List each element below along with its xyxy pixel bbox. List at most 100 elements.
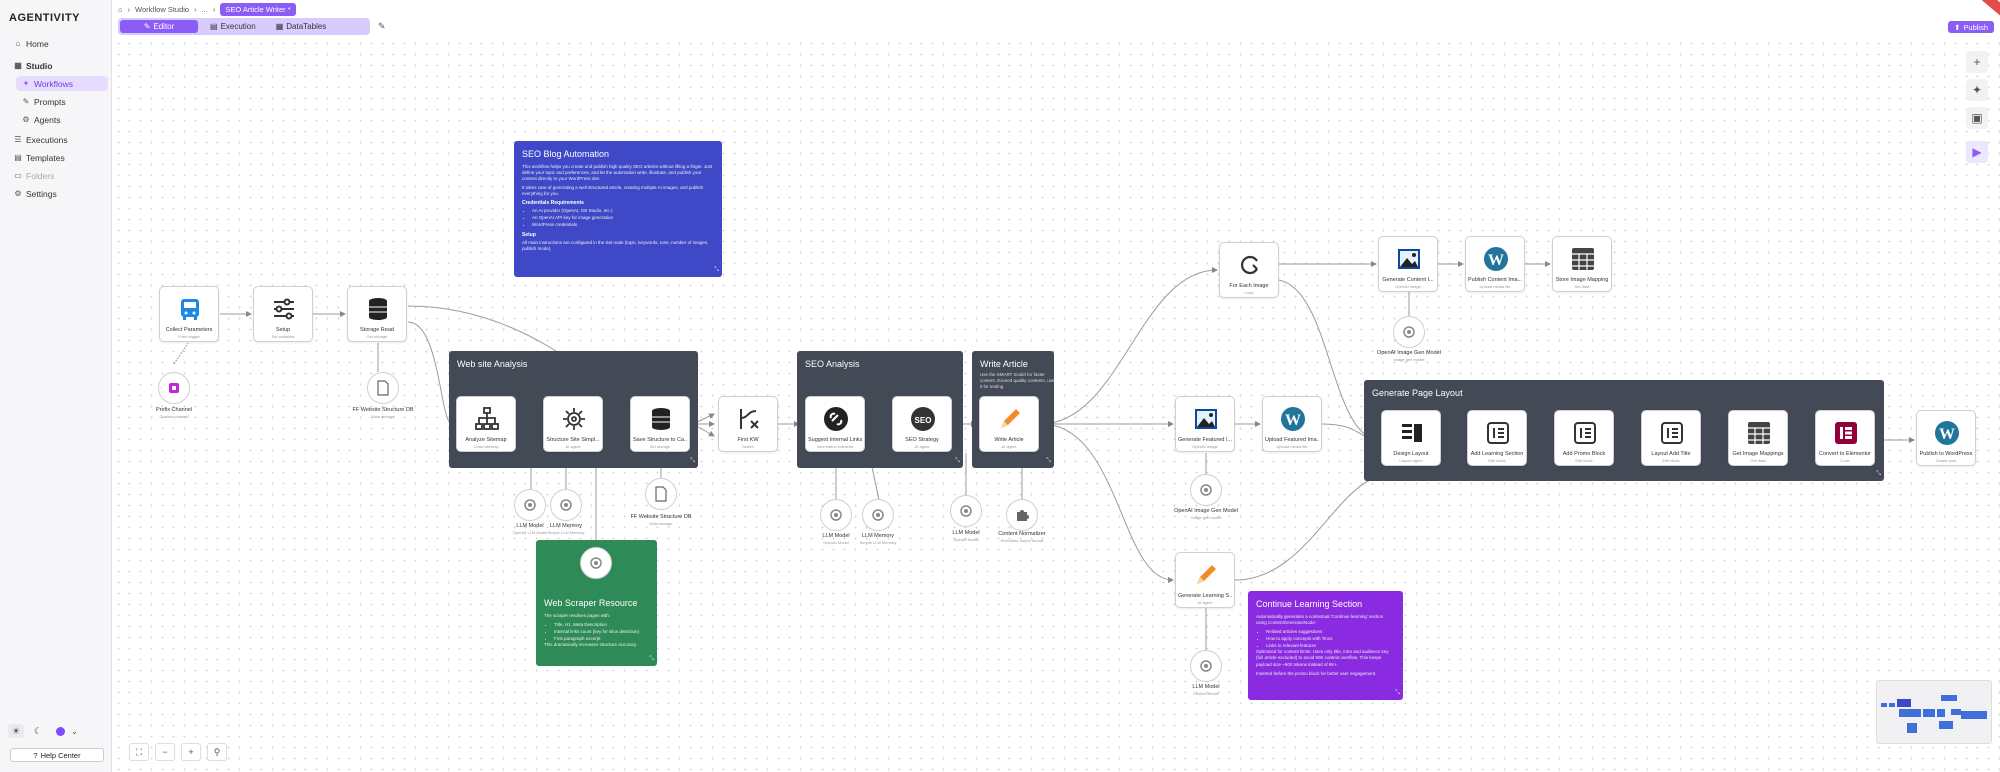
breadcrumb-ellipsis[interactable]: ...: [201, 5, 208, 14]
note-continue-learning[interactable]: Continue Learning Section Automatically …: [1248, 591, 1403, 700]
view-tabs: ✎Editor ▤Execution ▦DataTables: [118, 18, 370, 35]
block-icon: [1658, 419, 1686, 447]
prompt-icon: ✎: [22, 97, 30, 106]
zoom-out-button[interactable]: −: [155, 743, 175, 761]
node-structure-site[interactable]: Structure Site Simpl...AI agent: [543, 396, 603, 452]
minimap[interactable]: [1876, 680, 1992, 744]
loop-icon: [1236, 251, 1264, 279]
table-icon: [1745, 419, 1773, 447]
circle-llm-model-2[interactable]: [820, 499, 852, 531]
sidebar-item-prompts[interactable]: ✎Prompts: [22, 96, 66, 107]
tidy-up-button[interactable]: ⚲: [207, 743, 227, 761]
database-icon: [647, 405, 675, 433]
run-workflow-button[interactable]: ▶: [1966, 141, 1988, 163]
sparkle-icon: ✦: [22, 79, 30, 88]
edit-name-icon[interactable]: ✎: [378, 21, 386, 31]
block-icon: [1571, 419, 1599, 447]
wordpress-icon: W: [1933, 419, 1961, 447]
plus-icon: +: [1973, 55, 1981, 69]
note-title: SEO Blog Automation: [522, 149, 610, 159]
play-list-icon: ☰: [14, 135, 22, 144]
tab-execution[interactable]: ▤Execution: [210, 22, 256, 31]
node-save-structure[interactable]: Save Structure to Ca...Set storage: [630, 396, 690, 452]
topbar: ⌂› Workflow Studio› ...› SEO Article Wri…: [112, 0, 2000, 38]
group-generate-page-layout[interactable]: Generate Page Layout⤡: [1364, 380, 1884, 481]
fit-view-icon: ⛶: [135, 746, 143, 757]
moon-icon[interactable]: ☾: [33, 725, 43, 736]
ai-assist-button[interactable]: ✦: [1966, 79, 1988, 101]
branch-icon: [735, 405, 763, 433]
breadcrumb: ⌂› Workflow Studio› ...› SEO Article Wri…: [118, 3, 296, 16]
sidebar-item-agents[interactable]: ⚙Agents: [22, 114, 61, 125]
publish-button[interactable]: ⬆Publish: [1948, 21, 1994, 33]
zoom-in-button[interactable]: +: [181, 743, 201, 761]
sidebar-item-home[interactable]: ⌂Home: [15, 38, 49, 49]
add-node-button[interactable]: +: [1966, 51, 1988, 73]
circle-llm-memory-1[interactable]: [550, 489, 582, 521]
node-generate-featured-image[interactable]: Generate Featured I...OpenAI image: [1175, 396, 1235, 452]
color-picker[interactable]: ⌄: [52, 724, 82, 738]
sun-icon[interactable]: ☀: [8, 724, 24, 738]
sidebar-item-executions[interactable]: ☰Executions: [14, 134, 68, 145]
breadcrumb-studio[interactable]: Workflow Studio: [135, 5, 190, 14]
database-icon: [364, 295, 392, 323]
node-generate-learning-section[interactable]: Generate Learning S...AI agent: [1175, 552, 1235, 608]
fit-view-button[interactable]: ⛶: [129, 743, 149, 761]
note-seo-blog-automation[interactable]: SEO Blog Automation This workflow helps …: [514, 141, 722, 277]
tab-editor[interactable]: ✎Editor: [120, 20, 198, 33]
circle-openai-image-gen-1[interactable]: [1393, 316, 1425, 348]
circle-llm-memory-2[interactable]: [862, 499, 894, 531]
web-scraper-node[interactable]: [580, 547, 612, 579]
circle-llm-model-1[interactable]: [514, 489, 546, 521]
tab-datatables[interactable]: ▦DataTables: [275, 22, 327, 31]
chip-icon: [169, 383, 179, 393]
gear-icon: [872, 509, 884, 521]
file-icon: [655, 486, 667, 502]
accent-color-dot: [56, 726, 66, 736]
circle-content-normalizer[interactable]: [1006, 499, 1038, 531]
circle-prefix-channel[interactable]: [158, 372, 190, 404]
circle-ff-website-structure-2[interactable]: [645, 478, 677, 510]
circle-llm-model-4[interactable]: [1190, 650, 1222, 682]
image-icon: [1192, 405, 1220, 433]
notes-button[interactable]: ▣: [1966, 107, 1988, 129]
help-center-button[interactable]: ?Help Center: [10, 748, 104, 762]
circle-ff-website-structure[interactable]: [367, 372, 399, 404]
breadcrumb-current: SEO Article Writer *: [220, 3, 296, 16]
circle-llm-model-3[interactable]: [950, 495, 982, 527]
resize-handle-icon[interactable]: ⤡: [714, 267, 719, 273]
sidebar-item-studio[interactable]: ▦Studio: [14, 60, 53, 71]
sidebar-item-templates[interactable]: ▤Templates: [14, 152, 65, 163]
circle-openai-image-gen-2[interactable]: [1190, 474, 1222, 506]
node-generate-content-image[interactable]: Generate Content I...OpenAI image: [1378, 236, 1438, 292]
folder-icon: ▭: [14, 171, 22, 180]
document-icon: ▣: [1971, 111, 1983, 125]
sidebar-item-workflows[interactable]: ✦Workflows: [16, 76, 108, 91]
seo-icon: SEO: [909, 405, 937, 433]
resize-handle-icon[interactable]: ⤡: [649, 656, 654, 662]
sidebar-item-settings[interactable]: ⚙Settings: [14, 188, 57, 199]
resize-handle-icon[interactable]: ⤡: [1395, 690, 1400, 696]
home-icon[interactable]: ⌂: [118, 5, 123, 14]
upload-icon: ⬆: [1954, 22, 1961, 32]
agent-icon: ⚙: [22, 115, 30, 124]
